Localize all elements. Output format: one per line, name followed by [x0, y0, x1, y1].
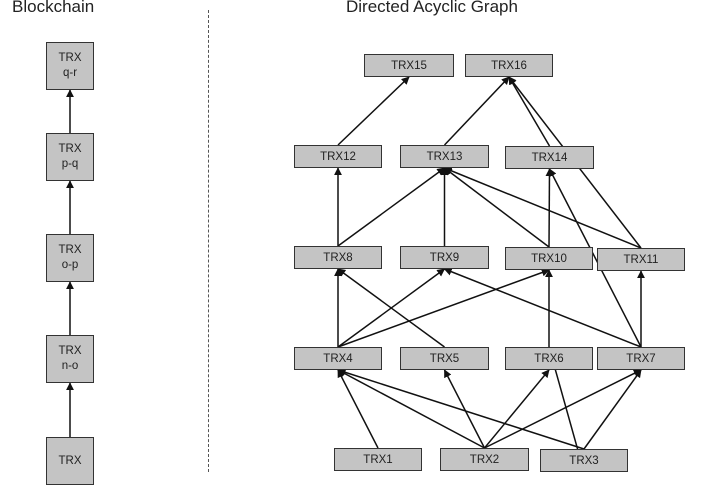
block-label: TRX [58, 143, 82, 155]
dag-edge-trx10-trx14 [545, 168, 554, 248]
dag-edge-trx3-trx7 [583, 369, 642, 450]
dag-node-trx7: TRX7 [597, 347, 685, 370]
dag-edge-trx2-trx7 [484, 369, 642, 449]
block-trx-m-n: TRX [46, 437, 94, 485]
dag-edge-trx2-trx4 [337, 369, 485, 449]
dag-edge-trx12-trx15 [337, 76, 410, 146]
dag-edge-trx7-trx9 [443, 267, 642, 348]
dag-node-trx1: TRX1 [334, 448, 422, 471]
block-trx-n-o: TRX n-o [46, 335, 94, 383]
dag-node-trx14: TRX14 [505, 146, 594, 169]
block-trx-p-q: TRX p-q [46, 133, 94, 181]
dag-node-trx6: TRX6 [505, 347, 593, 370]
blockchain-title: Blockchain [12, 0, 95, 16]
dag-edge-trx4-trx9 [337, 268, 446, 348]
block-range: o-p [61, 259, 79, 271]
dag-node-trx10: TRX10 [505, 247, 593, 270]
dag-node-trx5: TRX5 [400, 347, 489, 370]
dag-edge-trx2-trx5 [443, 369, 486, 449]
block-trx-q-r: TRX q-r [46, 42, 94, 90]
dag-node-trx13: TRX13 [400, 145, 489, 168]
block-label: TRX [58, 345, 82, 357]
block-label: TRX [58, 454, 82, 467]
dag-node-trx4: TRX4 [294, 347, 382, 370]
dag-node-trx16: TRX16 [465, 54, 553, 77]
block-label: TRX [58, 52, 82, 64]
dag-node-trx9: TRX9 [400, 246, 489, 269]
dag-node-trx2: TRX2 [440, 448, 529, 471]
dag-edge-trx11-trx13 [443, 167, 642, 249]
dag-node-trx15: TRX15 [364, 54, 454, 77]
dag-node-trx8: TRX8 [294, 246, 382, 269]
edge-layer [66, 76, 645, 470]
dag-edge-trx1-trx4 [337, 369, 379, 449]
section-divider [208, 10, 209, 472]
dag-title: Directed Acyclic Graph [346, 0, 518, 16]
block-trx-o-p: TRX o-p [46, 234, 94, 282]
block-range: p-q [61, 158, 79, 170]
dag-node-trx11: TRX11 [597, 248, 685, 271]
dag-edge-trx10-trx13 [443, 167, 550, 248]
dag-edge-trx8-trx13 [337, 167, 446, 247]
dag-edge-trx2-trx6 [483, 369, 550, 449]
dag-edge-trx3-trx4 [337, 368, 585, 450]
dag-node-trx12: TRX12 [294, 145, 382, 168]
dag-edge-trx13-trx16 [443, 76, 510, 146]
dag-node-trx3: TRX3 [540, 449, 628, 472]
block-label: TRX [58, 244, 82, 256]
block-range: q-r [62, 67, 78, 79]
dag-edge-trx4-trx10 [337, 268, 550, 348]
dag-edge-trx7-trx14 [548, 168, 642, 348]
dag-edge-trx14-trx16 [508, 76, 551, 147]
block-range: n-o [61, 360, 79, 372]
